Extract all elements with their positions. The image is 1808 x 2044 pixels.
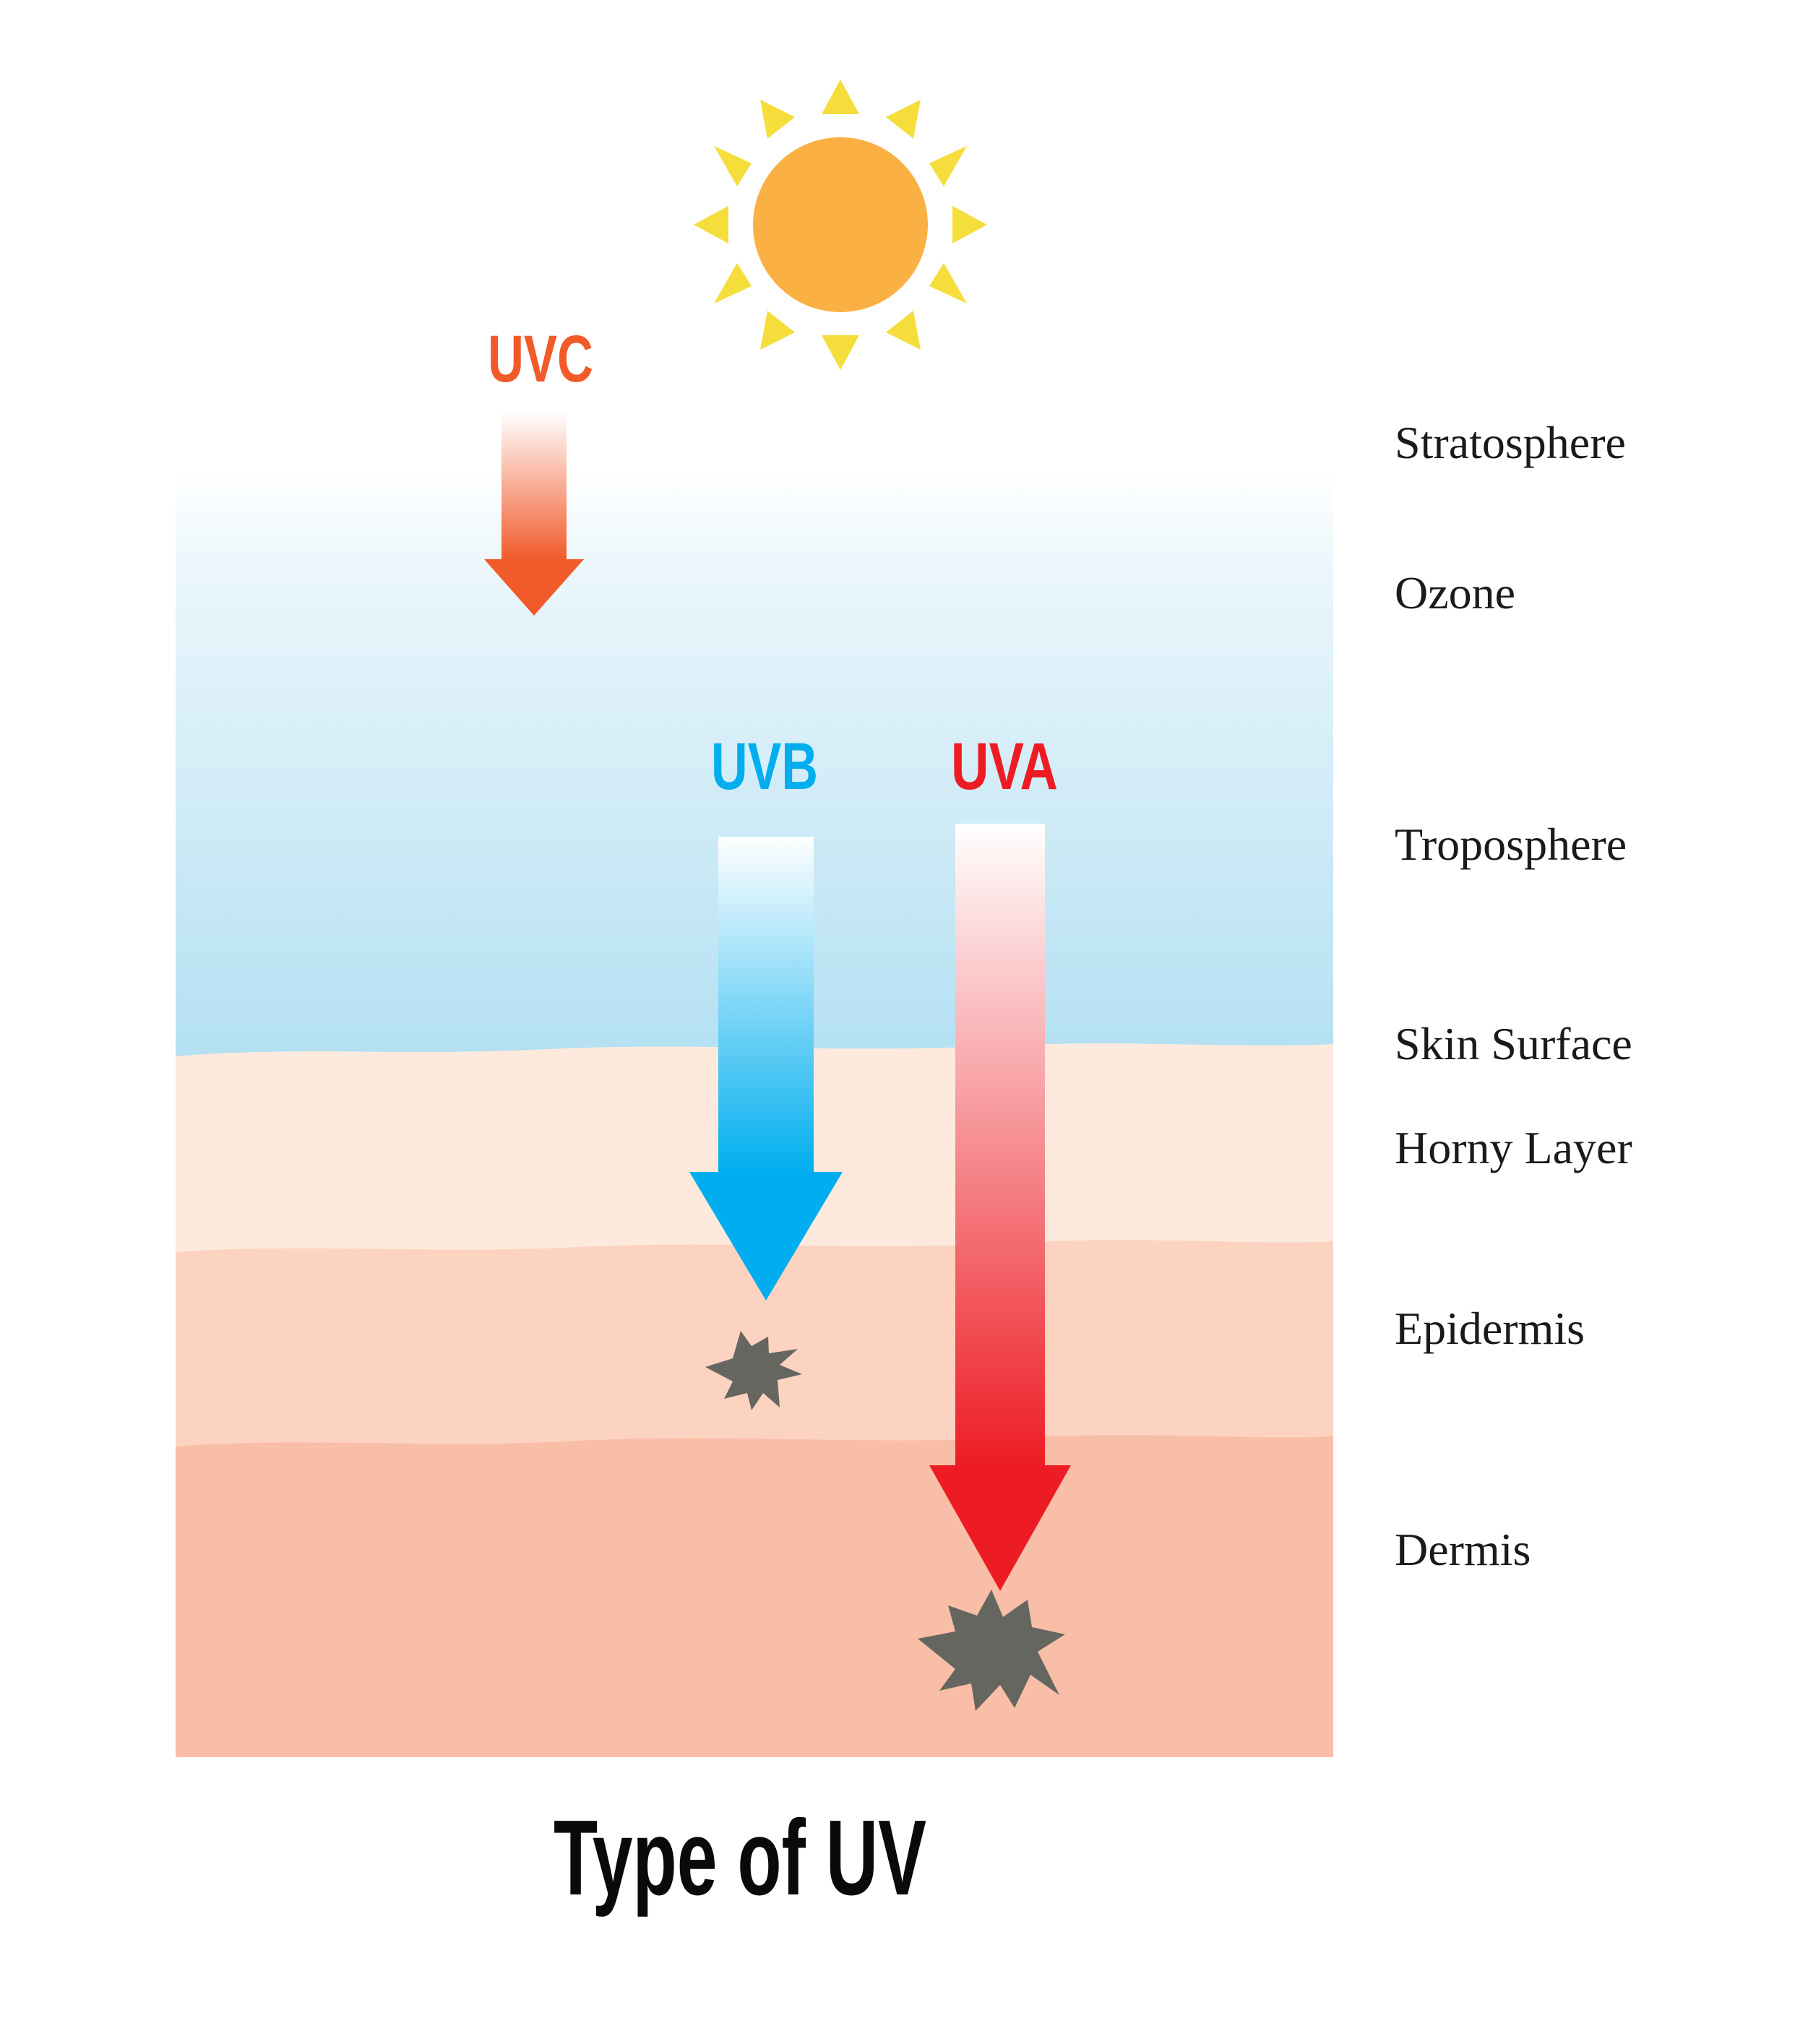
dermis-band: [176, 1435, 1333, 1757]
uvb-arrow: [689, 837, 843, 1301]
layer-label-ozone: Ozone: [1395, 567, 1515, 618]
diagram-title: Type of UV: [554, 1798, 926, 1918]
uvb-label: UVB: [711, 730, 818, 803]
uva-label: UVA: [951, 730, 1058, 803]
uva-damage-burst-icon: [918, 1590, 1065, 1711]
layer-label-skin-surface: Skin Surface: [1395, 1018, 1632, 1069]
uvc-label: UVC: [488, 322, 593, 396]
layer-label-epidermis: Epidermis: [1395, 1303, 1585, 1354]
uvb-damage-burst-icon: [705, 1331, 802, 1410]
uvc-arrow: [484, 412, 584, 616]
layer-label-horny-layer: Horny Layer: [1395, 1122, 1632, 1173]
sun-icon: [694, 79, 987, 370]
layer-label-troposphere: Troposphere: [1395, 819, 1627, 870]
uva-arrow: [929, 824, 1071, 1591]
layer-label-stratosphere: Stratosphere: [1395, 417, 1626, 468]
layer-label-dermis: Dermis: [1395, 1524, 1531, 1575]
